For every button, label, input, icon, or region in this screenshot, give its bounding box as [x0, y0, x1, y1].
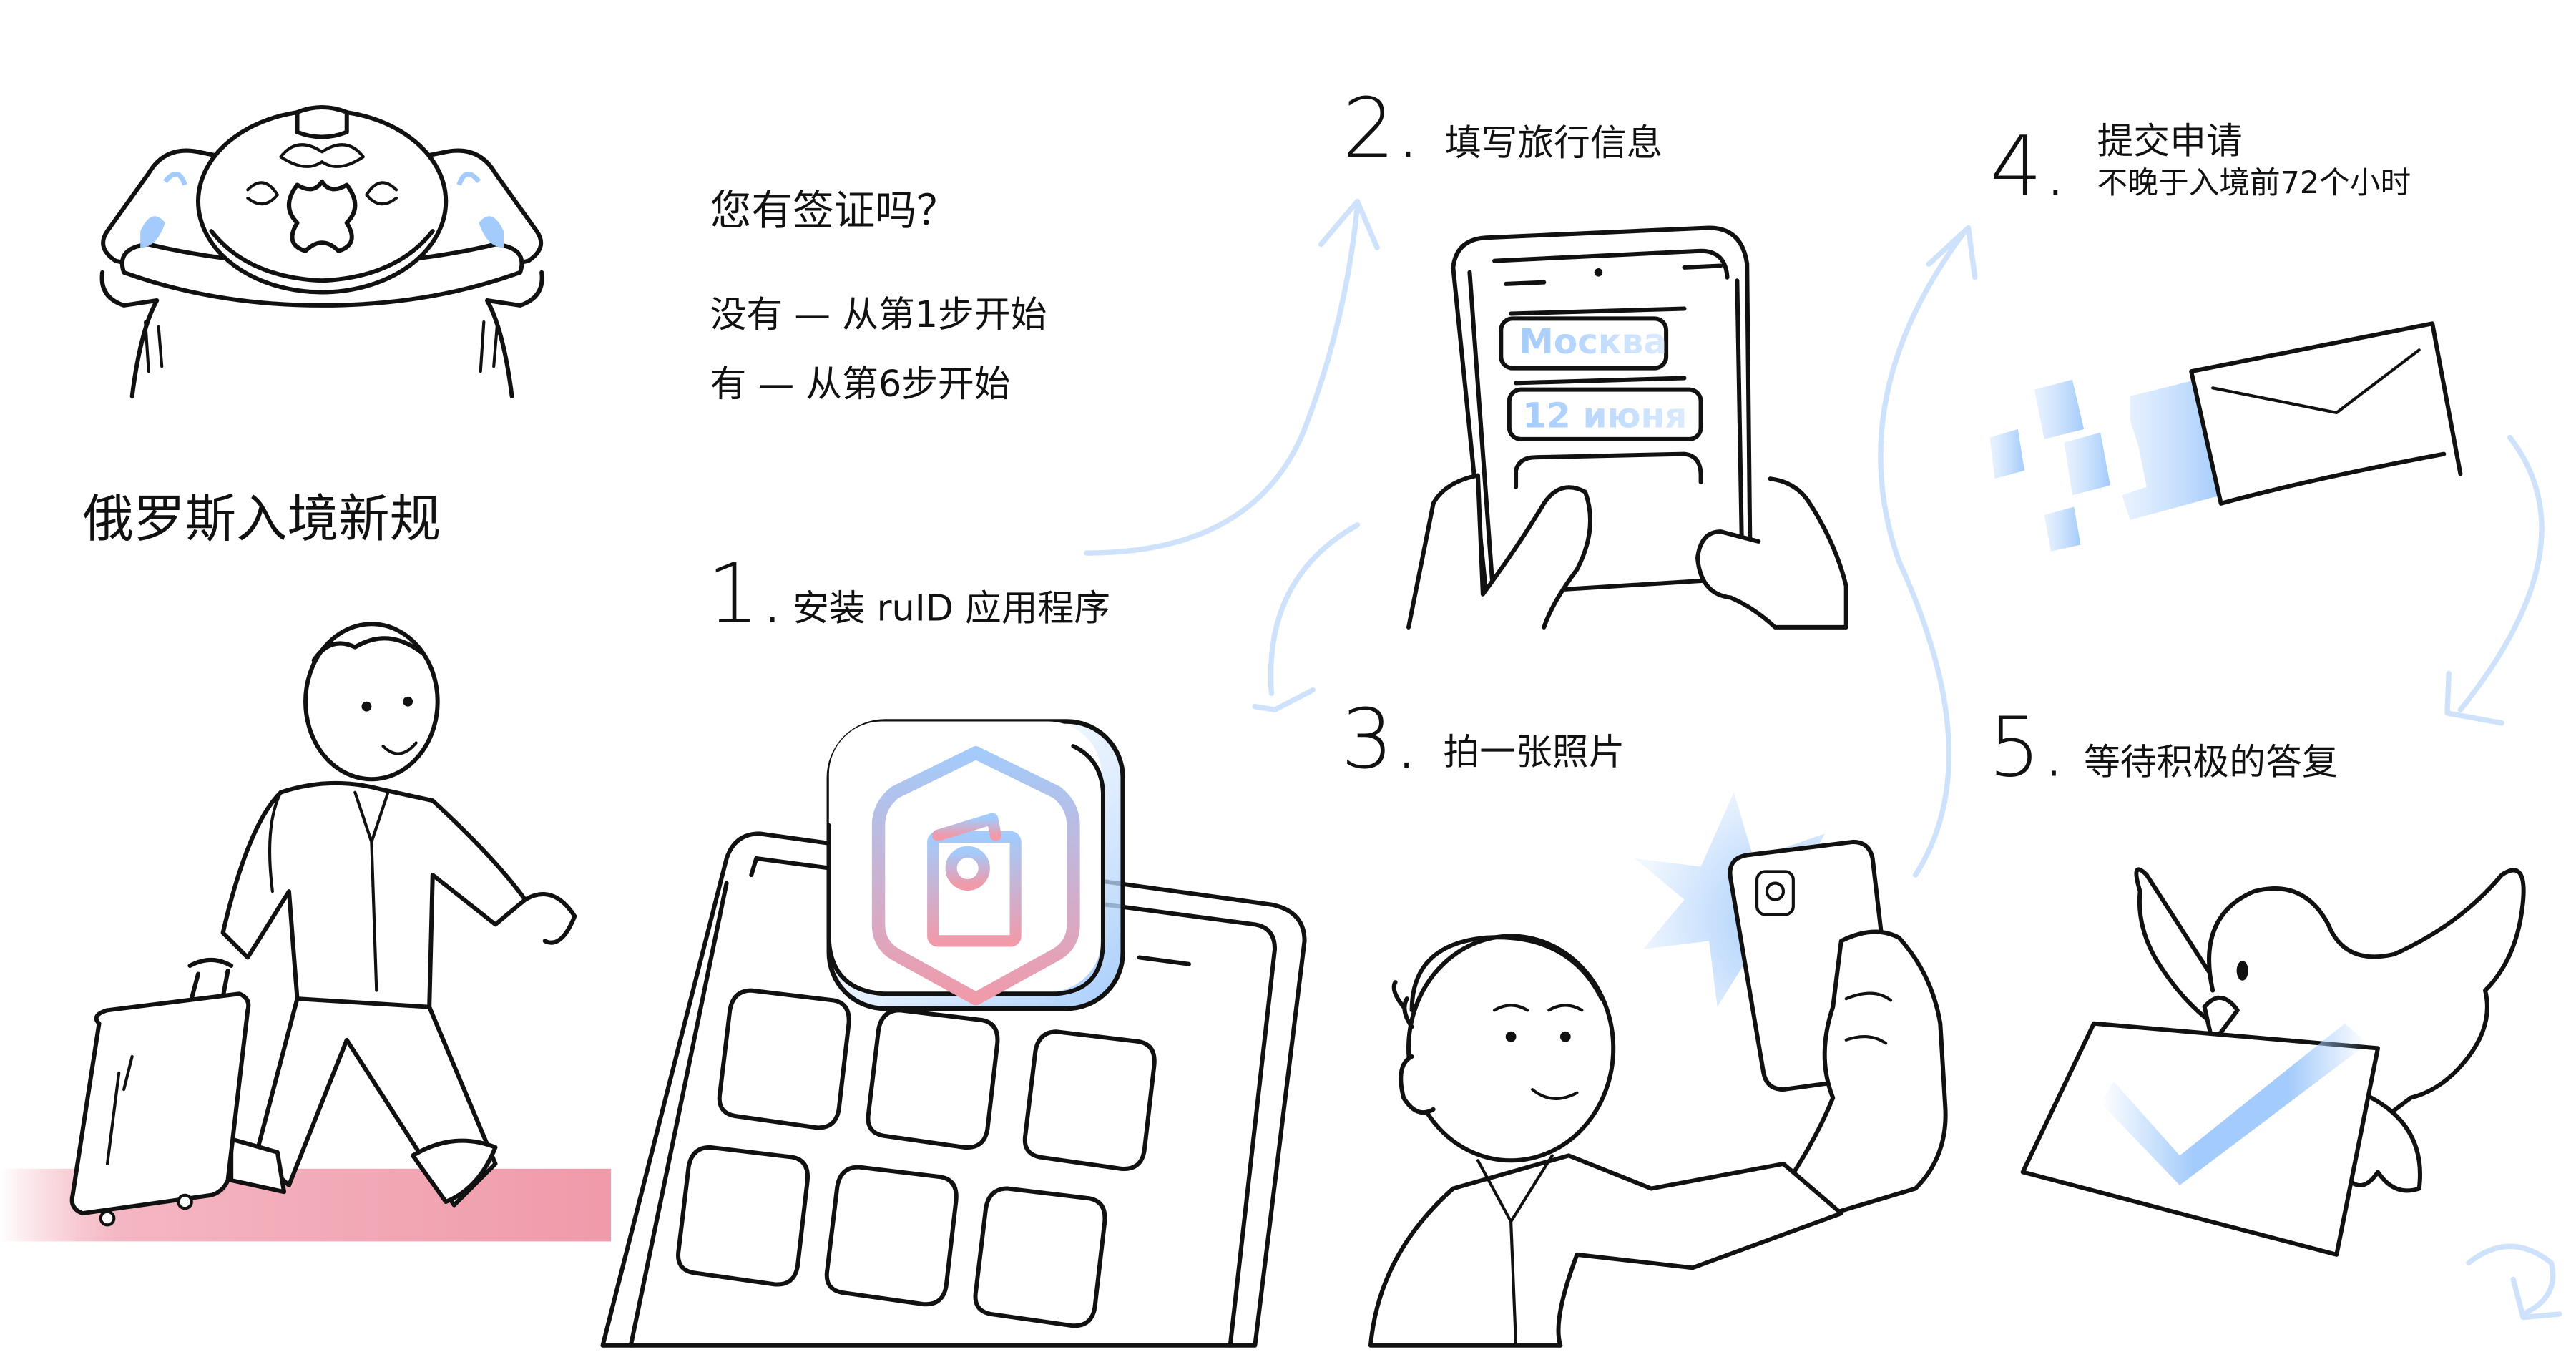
ruid-app-icon[interactable]	[826, 719, 1125, 1011]
visa-option-yes: 有 — 从第6步开始	[710, 363, 1011, 405]
shield-hexagon-icon	[871, 746, 1080, 1006]
flow-arrow-continue	[2466, 1243, 2556, 1316]
traveler-illustration	[0, 622, 612, 1242]
step-2-label: 填写旅行信息	[1445, 122, 1663, 164]
step-1-number: 1.	[707, 547, 785, 642]
date-field-value: 12 июня	[1522, 396, 1687, 436]
visa-option-no: 没有 — 从第1步开始	[710, 293, 1047, 335]
step-4-sublabel: 不晚于入境前72个小时	[2097, 165, 2411, 201]
dove-with-approved-letter-illustration	[2020, 867, 2526, 1257]
russian-ornament-emblem-icon	[99, 105, 544, 398]
step-3-label: 拍一张照片	[1443, 730, 1625, 773]
flow-arrow-3-to-4	[1878, 228, 1968, 878]
selfie-person-illustration	[1368, 792, 1948, 1348]
flow-arrow-2-to-3	[1268, 522, 1361, 696]
city-field-value: Москва	[1519, 322, 1667, 362]
flow-arrow-4-to-5	[2457, 434, 2545, 712]
app-grid	[676, 988, 1157, 1328]
step-4-label: 提交申请	[2097, 120, 2243, 162]
phone-form-illustration: Москва 12 июня	[1406, 225, 1848, 630]
visa-question: 您有签证吗？	[710, 186, 958, 235]
step-5-number: 5.	[1988, 700, 2067, 796]
page-title: 俄罗斯入境新规	[82, 489, 441, 549]
phone-app-grid-illustration	[600, 719, 1307, 1348]
date-field[interactable]	[1507, 387, 1703, 441]
checkmark-icon	[2100, 1023, 2369, 1185]
step-5-label: 等待积极的答复	[2084, 740, 2338, 783]
passport-icon	[927, 813, 1022, 947]
city-field[interactable]	[1499, 316, 1669, 371]
step-3-number: 3.	[1341, 692, 1419, 788]
flying-envelope-illustration	[1989, 321, 2463, 552]
motion-pixels	[1989, 379, 2221, 552]
step-2-number: 2.	[1343, 81, 1421, 177]
flow-arrow-1-to-2	[1084, 203, 1361, 556]
step-1-label: 安装 ruID 应用程序	[793, 587, 1110, 630]
step-4-number: 4.	[1990, 119, 2069, 215]
